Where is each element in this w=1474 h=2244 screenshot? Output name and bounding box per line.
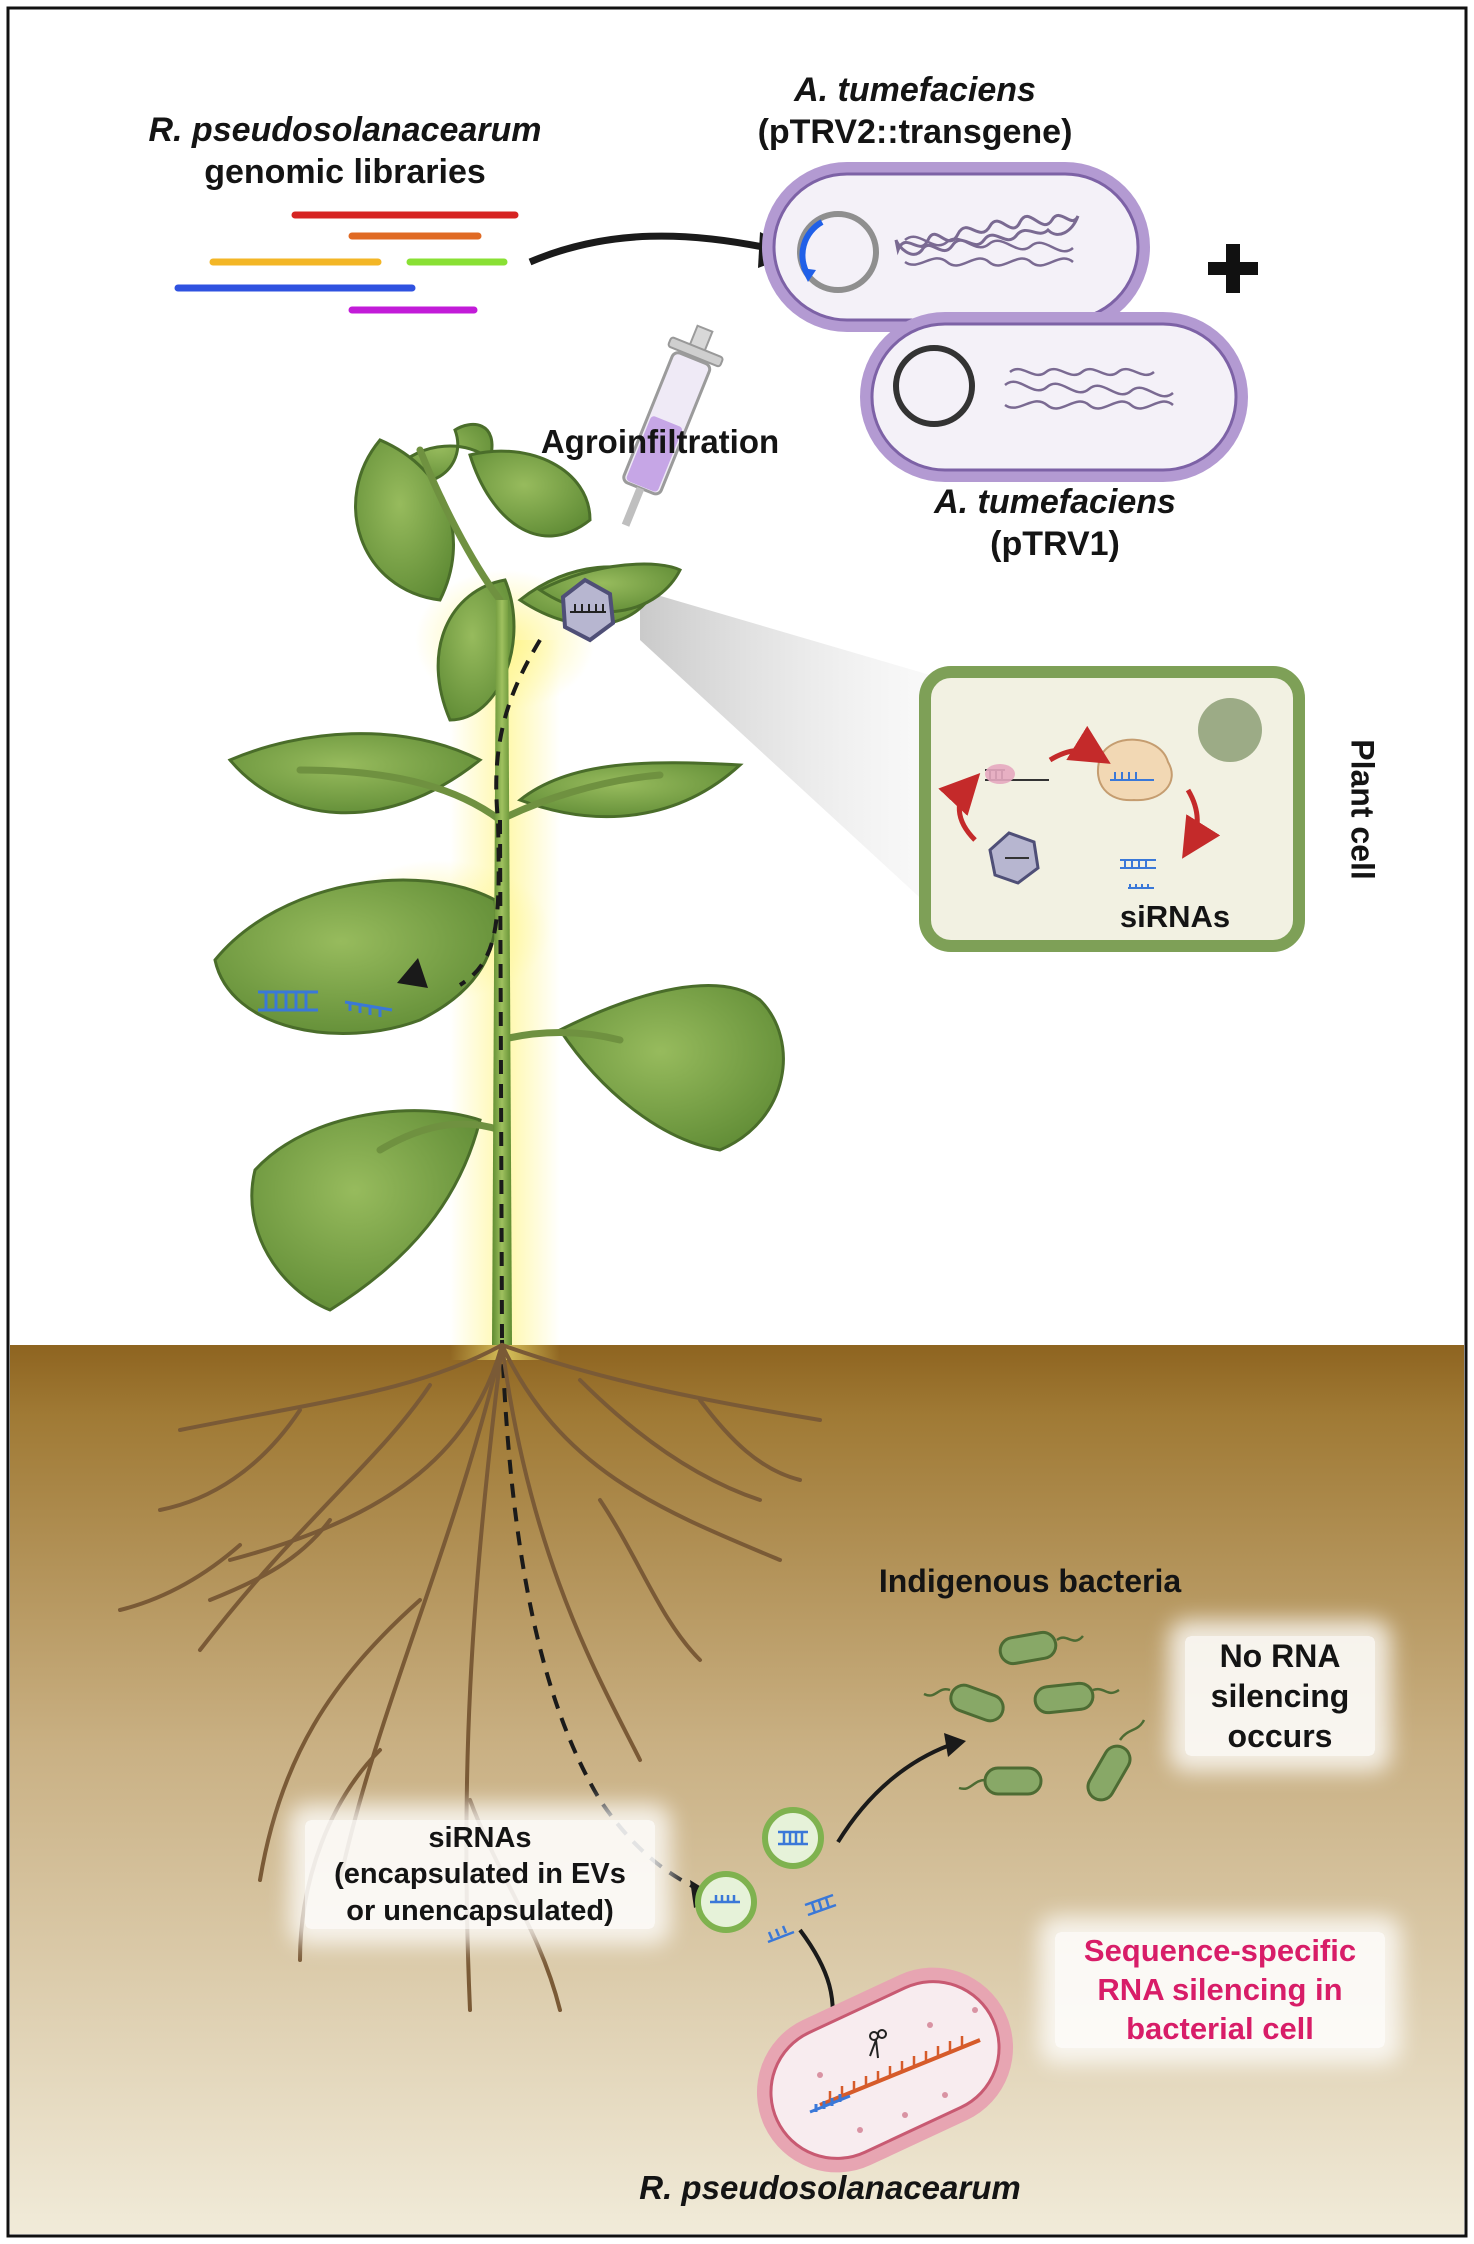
plus-sign (1208, 244, 1258, 293)
specific-silencing-label: Sequence-specific RNA silencing in bacte… (1055, 1932, 1385, 2049)
agro-bottom-subtitle: (pTRV1) (990, 525, 1120, 563)
plant-cell-sirnas-label: siRNAs (1119, 899, 1231, 934)
agro-top-subtitle: (pTRV2::transgene) (757, 113, 1073, 151)
plant-cell (919, 666, 1305, 952)
transport-path-root (500, 1339, 701, 1892)
zoom-beam (640, 590, 955, 930)
free-sirnas (767, 1893, 837, 1944)
indigenous-bacteria-label: Indigenous bacteria (878, 1563, 1182, 1599)
extracellular-vesicles (695, 1807, 824, 1933)
leaf-sirna-duplex (258, 990, 393, 1017)
indigenous-bacteria (949, 1630, 1132, 1802)
plant-petioles (296, 446, 664, 1154)
agro-bottom-title: A. tumefaciens (934, 483, 1176, 521)
agroinfiltration-label: Agroinfiltration (540, 423, 780, 460)
library-to-agro-arrow (528, 232, 769, 266)
soil-sirnas-label: siRNAs (encapsulated in EVs or unencapsu… (305, 1820, 655, 1929)
transport-path-leaf (458, 638, 542, 987)
agro-bacterium-bottom (860, 312, 1248, 482)
agro-top-title: A. tumefaciens (794, 71, 1036, 109)
rpseudo-bottom-label: R. pseudosolanacearum (639, 2169, 1021, 2206)
plant-cell-label: Plant cell (1344, 739, 1381, 880)
agro-bacterium-top (762, 162, 1150, 332)
no-silencing-label: No RNA silencing occurs (1185, 1636, 1375, 1756)
genomic-library-lines (174, 211, 519, 314)
libraries-subtitle: genomic libraries (204, 153, 486, 191)
rpseudo-bacterium (756, 1967, 1014, 2173)
libraries-title: R. pseudosolanacearum (148, 111, 542, 149)
syringe (621, 324, 724, 527)
soil-background (10, 1345, 1464, 2234)
